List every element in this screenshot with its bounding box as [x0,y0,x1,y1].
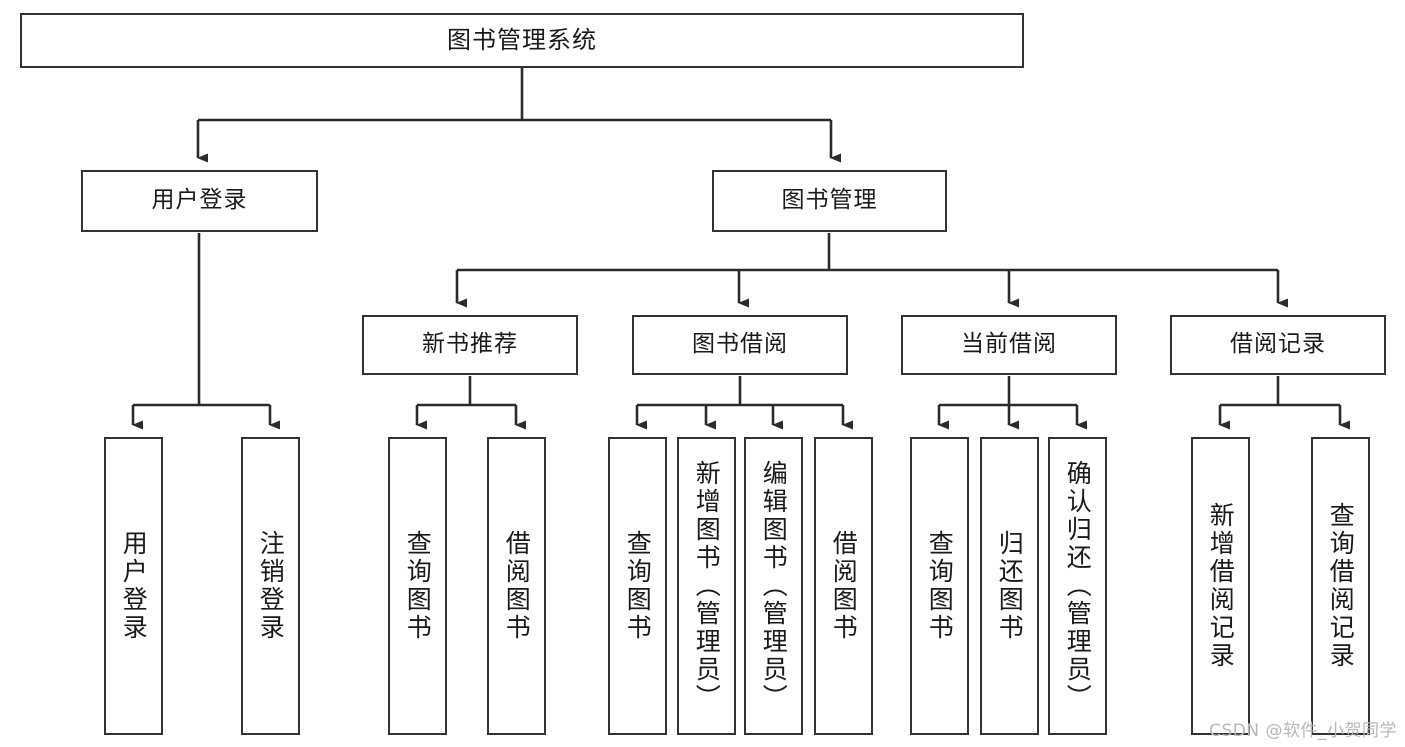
leaf-user-login-login[interactable]: 用户登录 [104,437,163,735]
node-label: 编辑图书（管理员） [759,460,789,712]
node-book-management[interactable]: 图书管理 [712,170,947,232]
node-label: 确认归还（管理员） [1063,460,1093,712]
node-label: 图书借阅 [692,331,788,358]
leaf-current-borrow-return-book[interactable]: 归还图书 [980,437,1039,735]
node-label: 查询借阅记录 [1326,502,1356,670]
node-label: 注销登录 [256,530,286,642]
leaf-new-book-query-book[interactable]: 查询图书 [388,437,447,735]
node-label: 图书管理系统 [447,26,597,55]
node-label: 借阅图书 [829,530,859,642]
node-label: 用户登录 [119,530,149,642]
node-label: 新增图书（管理员） [692,460,722,712]
node-label: 借阅记录 [1230,331,1326,358]
leaf-borrow-record-query-record[interactable]: 查询借阅记录 [1311,437,1370,735]
csdn-watermark: CSDN @软件_小贺同学 [1209,721,1397,741]
leaf-new-book-borrow-book[interactable]: 借阅图书 [487,437,546,735]
leaf-borrow-record-add-record[interactable]: 新增借阅记录 [1191,437,1250,735]
leaf-book-borrow-borrow-book[interactable]: 借阅图书 [814,437,873,735]
leaf-book-borrow-query-book[interactable]: 查询图书 [608,437,667,735]
leaf-book-borrow-add-book-admin[interactable]: 新增图书（管理员） [677,437,736,735]
leaf-current-borrow-query-book[interactable]: 查询图书 [910,437,969,735]
node-label: 当前借阅 [961,331,1057,358]
node-new-book-recommend[interactable]: 新书推荐 [362,315,578,375]
node-label: 用户登录 [151,187,248,214]
leaf-book-borrow-edit-book-admin[interactable]: 编辑图书（管理员） [744,437,803,735]
node-label: 归还图书 [995,530,1025,642]
node-label: 查询图书 [925,530,955,642]
node-book-borrow[interactable]: 图书借阅 [632,315,848,375]
node-user-login[interactable]: 用户登录 [81,170,318,232]
node-current-borrow[interactable]: 当前借阅 [901,315,1117,375]
node-label: 查询图书 [623,530,653,642]
leaf-user-login-logout[interactable]: 注销登录 [241,437,300,735]
node-label: 借阅图书 [502,530,532,642]
leaf-current-borrow-confirm-return-admin[interactable]: 确认归还（管理员） [1048,437,1107,735]
node-label: 查询图书 [403,530,433,642]
node-label: 新书推荐 [422,331,518,358]
node-label: 图书管理 [781,187,878,214]
node-root-book-management-system[interactable]: 图书管理系统 [20,13,1024,68]
node-borrow-record[interactable]: 借阅记录 [1170,315,1386,375]
node-label: 新增借阅记录 [1206,502,1236,670]
